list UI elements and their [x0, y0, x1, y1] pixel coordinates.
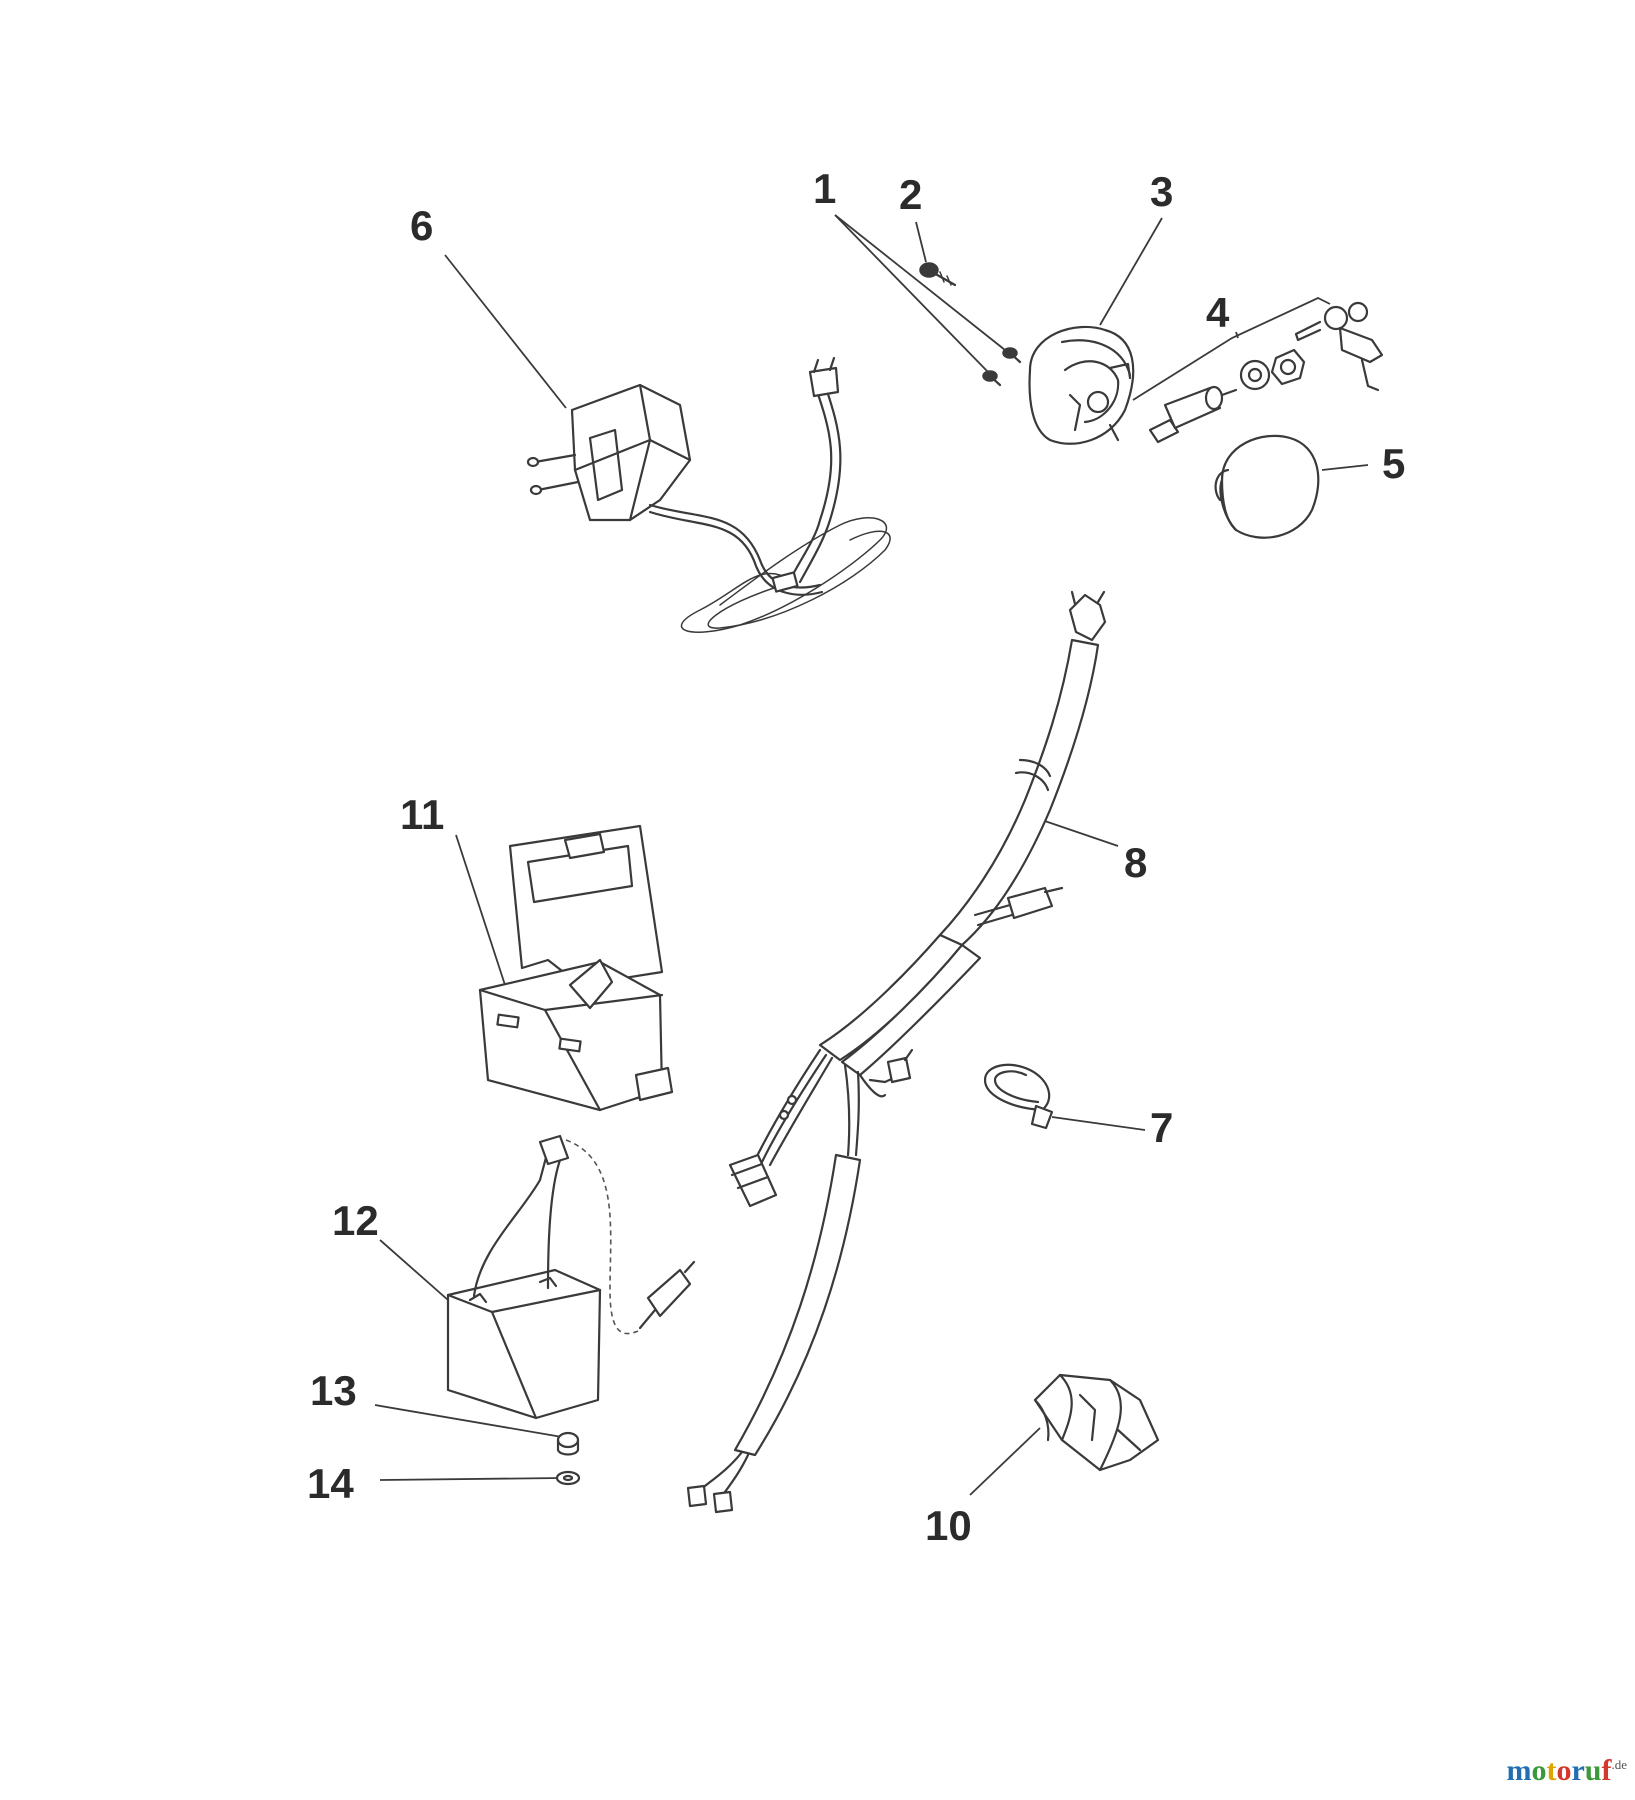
motoruf-watermark-logo: motoruf.de	[1506, 1756, 1627, 1786]
logo-letter: m	[1506, 1754, 1532, 1787]
leader-7	[1051, 1116, 1146, 1131]
logo-letter: o	[1531, 1754, 1547, 1787]
leader-6	[444, 254, 567, 409]
logo-tld: .de	[1611, 1757, 1627, 1772]
part-2-screw	[919, 262, 957, 287]
part-12-battery	[446, 1134, 696, 1420]
part-4-key-switch-set	[1148, 301, 1384, 444]
part-label-7: 7	[1150, 1104, 1174, 1151]
leader-1b	[834, 214, 989, 373]
part-3-switch-housing	[1028, 325, 1135, 445]
logo-letter: o	[1556, 1754, 1572, 1787]
leader-4	[1235, 331, 1239, 339]
leader-5	[1321, 464, 1369, 471]
part-1-screws	[982, 347, 1022, 387]
part-label-14: 14	[307, 1460, 354, 1507]
leader-8	[1035, 817, 1119, 847]
part-label-13: 13	[310, 1367, 357, 1414]
part-11-battery-box	[478, 824, 674, 1112]
part-7-cable-tie	[983, 1063, 1054, 1130]
part-label-4: 4	[1206, 289, 1230, 336]
leader-12	[379, 1239, 449, 1301]
part-label-6: 6	[410, 202, 434, 249]
part-13-nut	[556, 1431, 580, 1456]
part-label-10: 10	[925, 1502, 972, 1549]
leader-10	[969, 1427, 1041, 1496]
leader-3	[1099, 217, 1163, 326]
leader-4-bracket	[1132, 297, 1331, 401]
part-5-cap	[1214, 434, 1320, 539]
logo-letter: r	[1571, 1754, 1585, 1787]
part-6-charger	[526, 356, 891, 633]
leader-1a	[834, 214, 1006, 351]
part-label-2: 2	[899, 171, 923, 218]
leader-13	[374, 1404, 563, 1438]
logo-letter: t	[1546, 1754, 1557, 1787]
part-10-cable-clamp	[1033, 1373, 1160, 1472]
part-8-cable-harness	[686, 590, 1107, 1514]
leader-14	[379, 1477, 563, 1481]
leader-lines	[374, 214, 1369, 1496]
part-label-11: 11	[400, 791, 445, 838]
part-label-3: 3	[1150, 168, 1174, 215]
part-label-1: 1	[813, 165, 837, 212]
logo-letter: f	[1601, 1754, 1612, 1787]
part-label-5: 5	[1382, 440, 1406, 487]
part-label-8: 8	[1124, 839, 1148, 886]
leader-2	[915, 221, 927, 263]
leader-11	[455, 834, 506, 986]
logo-letter: u	[1584, 1754, 1602, 1787]
part-label-12: 12	[332, 1197, 379, 1244]
part-14-washer	[555, 1470, 581, 1486]
